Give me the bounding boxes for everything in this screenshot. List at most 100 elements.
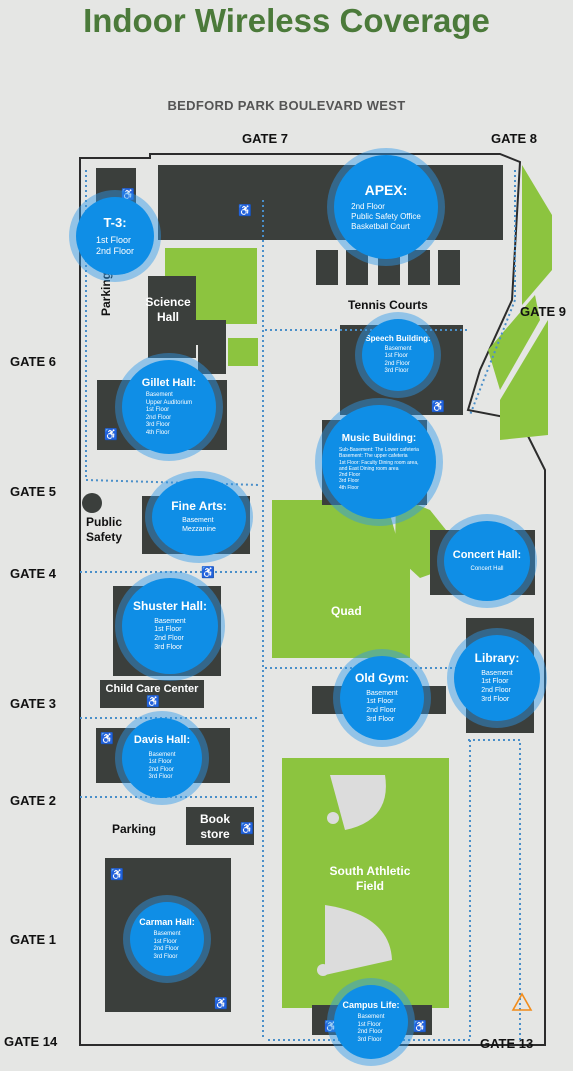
coverage-t3[interactable]: T-3: 1st Floor 2nd Floor <box>76 197 154 275</box>
wheelchair-icon: ♿ <box>146 696 160 708</box>
campus-boundary <box>79 153 546 1046</box>
floor-item: Public Safety Office <box>351 212 421 222</box>
bldg-bookstore <box>186 807 254 845</box>
diamond-top <box>330 775 386 830</box>
science-hall-label: Science Hall <box>145 295 191 324</box>
field-diamonds <box>317 775 392 976</box>
floor-item: Basement <box>481 669 513 677</box>
gate-7-label: GATE 7 <box>242 131 288 146</box>
floor-item: 2nd Floor <box>351 202 385 212</box>
green-quad <box>272 538 410 658</box>
coverage-finearts[interactable]: Fine Arts: Basement Mezzanine <box>152 478 246 556</box>
coverage-shuster-name: Shuster Hall: <box>132 599 207 614</box>
gate-5-label: GATE 5 <box>10 484 56 499</box>
coverage-davis[interactable]: Davis Hall: Basement 1st Floor 2nd Floor… <box>122 718 202 798</box>
floor-item: 2nd Floor <box>357 1029 383 1036</box>
coverage-davis-name: Davis Hall: <box>133 734 191 747</box>
bldg-science-annex <box>198 334 226 374</box>
coverage-gillet[interactable]: Gillet Hall: Basement Upper Auditorium 1… <box>122 360 216 454</box>
floor-item: Concert Hall <box>470 565 504 572</box>
floor-item: 1st Floor <box>384 353 408 360</box>
wheelchair-icon: ♿ <box>110 869 124 881</box>
floor-item: 2nd Floor <box>145 414 172 421</box>
gate-8-label: GATE 8 <box>491 131 537 146</box>
coverage-campuslife[interactable]: Campus Life: Basement 1st Floor 2nd Floo… <box>334 985 408 1059</box>
floor-item: Basketball Court <box>351 222 410 232</box>
wheelchair-icon: ♿ <box>214 998 228 1010</box>
floor-item: 3rd Floor <box>153 953 178 960</box>
coverage-gillet-name: Gillet Hall: <box>141 376 197 389</box>
floor-item: 2nd Floor <box>153 946 179 953</box>
wheelchair-icon: ♿ <box>238 205 252 217</box>
green-areas <box>165 165 552 1008</box>
floor-item: 3rd Floor <box>357 1036 382 1043</box>
floor-item: Basement <box>384 345 412 352</box>
floor-item: 1st Floor <box>153 938 177 945</box>
floor-item: 2nd Floor <box>154 635 184 643</box>
south-field-label: South Athletic Field <box>329 864 411 893</box>
floor-item: 2nd Floor <box>95 245 135 256</box>
floor-item: 1st Floor <box>154 626 182 634</box>
floor-item: Mezzanine <box>182 526 216 534</box>
coverage-concert[interactable]: Concert Hall: Concert Hall <box>444 521 530 601</box>
floor-item: 3rd Floor <box>481 695 510 703</box>
coverage-library[interactable]: Library: Basement 1st Floor 2nd Floor 3r… <box>454 635 540 721</box>
coverage-speech-name: Speech Building: <box>365 334 431 344</box>
coverage-finearts-name: Fine Arts: <box>171 499 227 514</box>
tennis-courts-label: Tennis Courts <box>348 298 428 312</box>
coverage-speech[interactable]: Speech Building: Basement 1st Floor 2nd … <box>362 319 434 391</box>
floor-item: Upper Auditorium <box>145 399 193 406</box>
floor-item: 1st Floor <box>95 234 131 245</box>
floor-item: Basement <box>154 617 186 625</box>
green-small <box>228 338 258 366</box>
gate-1-label: GATE 1 <box>10 932 56 947</box>
gate-9-label: GATE 9 <box>520 304 566 319</box>
wheelchair-icon: ♿ <box>413 1021 427 1033</box>
coverage-music[interactable]: Music Building: Sub-Basement: The Lower … <box>322 405 436 519</box>
floor-item: 1st Floor <box>357 1021 381 1028</box>
wheelchair-icon: ♿ <box>431 401 445 413</box>
floor-item: 2nd Floor <box>339 472 361 479</box>
coverage-concert-name: Concert Hall: <box>452 548 522 561</box>
gate-6-label: GATE 6 <box>10 354 56 369</box>
green-east-strip-top <box>522 165 552 305</box>
coverage-shuster[interactable]: Shuster Hall: Basement 1st Floor 2nd Flo… <box>122 578 218 674</box>
diamond-bottom <box>325 905 392 975</box>
child-care-label: Child Care Center <box>105 683 199 695</box>
gate-3-label: GATE 3 <box>10 696 56 711</box>
floor-item: 3rd Floor <box>145 422 170 429</box>
floor-item: 3rd Floor <box>384 368 409 375</box>
floor-item: 2nd Floor <box>366 707 396 715</box>
floor-item: 4th Floor <box>339 484 359 491</box>
floor-item: Basement <box>148 751 176 758</box>
floor-item: Basement <box>153 931 181 938</box>
floor-item: Sub-Basement: The Lower cafeteria <box>339 447 419 454</box>
wheelchair-icon: ♿ <box>240 823 254 835</box>
bldg-childcare <box>100 680 204 708</box>
coverage-t3-name: T-3: <box>103 214 127 230</box>
walkways <box>80 170 521 1041</box>
green-east-strip-mid <box>488 295 540 390</box>
floor-item: 1st Floor <box>481 678 509 686</box>
page-title: Indoor Wireless Coverage <box>83 2 490 39</box>
floor-item: 3rd Floor <box>154 643 183 651</box>
floor-item: and East Dining room area <box>339 465 399 472</box>
quad-label: Quad <box>331 604 362 618</box>
coverage-carman[interactable]: Carman Hall: Basement 1st Floor 2nd Floo… <box>130 902 204 976</box>
floor-item: 2nd Floor <box>481 687 511 695</box>
floor-item: 3rd Floor <box>339 478 360 485</box>
bldg-apex <box>158 165 503 240</box>
coverage-carman-name: Carman Hall: <box>139 916 195 927</box>
floor-item: 1st Floor <box>145 407 170 414</box>
warning-triangle-icon <box>511 992 533 1011</box>
gate-14-label: GATE 14 <box>4 1034 58 1049</box>
floor-item: 4th Floor <box>145 429 170 436</box>
floor-item: 1st Floor: Faculty Dining room area, <box>339 459 419 466</box>
floor-item: Basement <box>145 392 173 399</box>
coverage-oldgym[interactable]: Old Gym: Basement 1st Floor 2nd Floor 3r… <box>340 656 424 740</box>
coverage-apex[interactable]: APEX: 2nd Floor Public Safety Office Bas… <box>334 155 438 259</box>
floor-item: Basement: The upper cafeteria <box>339 453 408 460</box>
wheelchair-icon: ♿ <box>100 733 114 745</box>
bldg-public-safety <box>82 493 102 513</box>
coverage-campuslife-name: Campus Life: <box>342 999 400 1010</box>
